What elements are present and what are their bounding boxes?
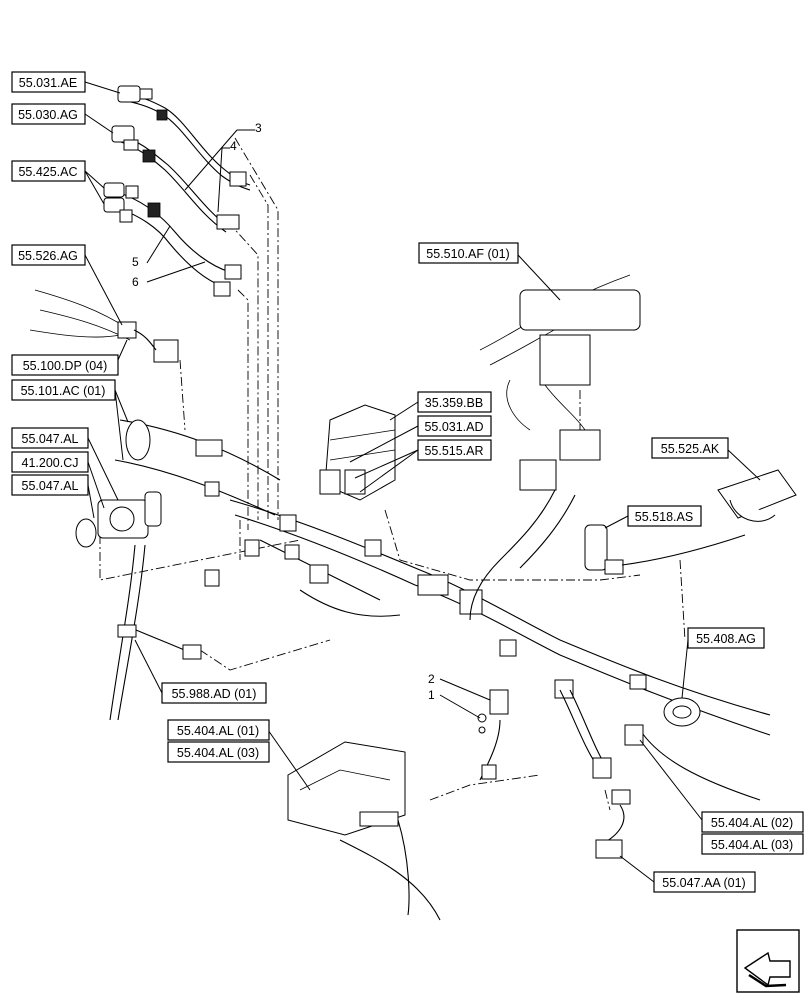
label-55-031-ae[interactable]: 55.031.AE <box>11 71 86 93</box>
svg-text:55.404.AL (03): 55.404.AL (03) <box>177 746 259 760</box>
label-55-408-ag[interactable]: 55.408.AG <box>687 627 765 649</box>
svg-text:55.404.AL (02): 55.404.AL (02) <box>711 816 793 830</box>
label-55-030-ag[interactable]: 55.030.AG <box>11 103 86 125</box>
label-55-047-al-b[interactable]: 55.047.AL <box>11 474 89 496</box>
label-55-047-al-a[interactable]: 55.047.AL <box>11 427 89 449</box>
svg-text:55.030.AG: 55.030.AG <box>18 108 78 122</box>
label-55-988-ad-01[interactable]: 55.988.AD (01) <box>161 682 267 704</box>
label-41-200-cj[interactable]: 41.200.CJ <box>11 451 89 473</box>
label-55-518-as[interactable]: 55.518.AS <box>627 505 702 527</box>
svg-text:55.100.DP (04): 55.100.DP (04) <box>23 359 108 373</box>
callout-5: 5 <box>132 255 139 269</box>
svg-text:55.518.AS: 55.518.AS <box>635 510 693 524</box>
svg-text:55.031.AE: 55.031.AE <box>19 76 77 90</box>
label-55-404-al-01[interactable]: 55.404.AL (01) <box>167 719 270 741</box>
callout-1: 1 <box>428 688 435 702</box>
callout-3: 3 <box>255 121 262 135</box>
svg-text:55.408.AG: 55.408.AG <box>696 632 756 646</box>
svg-text:55.526.AG: 55.526.AG <box>18 249 78 263</box>
svg-text:55.510.AF (01): 55.510.AF (01) <box>426 247 509 261</box>
svg-text:55.404.AL (01): 55.404.AL (01) <box>177 724 259 738</box>
next-page-arrow-icon[interactable] <box>736 929 800 993</box>
callout-6: 6 <box>132 275 139 289</box>
label-55-515-ar[interactable]: 55.515.AR <box>417 439 492 461</box>
svg-text:55.404.AL (03): 55.404.AL (03) <box>711 838 793 852</box>
svg-text:35.359.BB: 35.359.BB <box>425 396 483 410</box>
label-55-404-al-03-a[interactable]: 55.404.AL (03) <box>167 741 270 763</box>
label-55-526-ag[interactable]: 55.526.AG <box>11 244 86 266</box>
svg-text:55.988.AD (01): 55.988.AD (01) <box>172 687 257 701</box>
label-35-359-bb[interactable]: 35.359.BB <box>417 391 492 413</box>
svg-text:55.047.AL: 55.047.AL <box>22 479 79 493</box>
svg-text:55.425.AC: 55.425.AC <box>18 165 77 179</box>
label-55-425-ac[interactable]: 55.425.AC <box>11 160 86 182</box>
label-55-101-ac-01[interactable]: 55.101.AC (01) <box>11 379 116 401</box>
callout-2: 2 <box>428 672 435 686</box>
svg-text:55.047.AL: 55.047.AL <box>22 432 79 446</box>
label-55-404-al-03-b[interactable]: 55.404.AL (03) <box>701 833 804 855</box>
label-55-525-ak[interactable]: 55.525.AK <box>651 437 729 459</box>
label-55-404-al-02[interactable]: 55.404.AL (02) <box>701 811 804 833</box>
label-55-510-af-01[interactable]: 55.510.AF (01) <box>418 242 519 264</box>
svg-text:55.031.AD: 55.031.AD <box>424 420 483 434</box>
label-55-047-aa-01[interactable]: 55.047.AA (01) <box>653 871 756 893</box>
svg-text:55.101.AC (01): 55.101.AC (01) <box>21 384 106 398</box>
svg-text:55.515.AR: 55.515.AR <box>424 444 483 458</box>
leader-lines <box>84 81 761 883</box>
harness-line-art <box>29 85 797 921</box>
label-55-100-dp-04[interactable]: 55.100.DP (04) <box>11 354 119 376</box>
label-55-031-ad[interactable]: 55.031.AD <box>417 415 492 437</box>
svg-text:55.047.AA (01): 55.047.AA (01) <box>662 876 745 890</box>
callout-4: 4 <box>230 139 237 153</box>
svg-text:41.200.CJ: 41.200.CJ <box>22 456 79 470</box>
svg-text:55.525.AK: 55.525.AK <box>661 442 720 456</box>
